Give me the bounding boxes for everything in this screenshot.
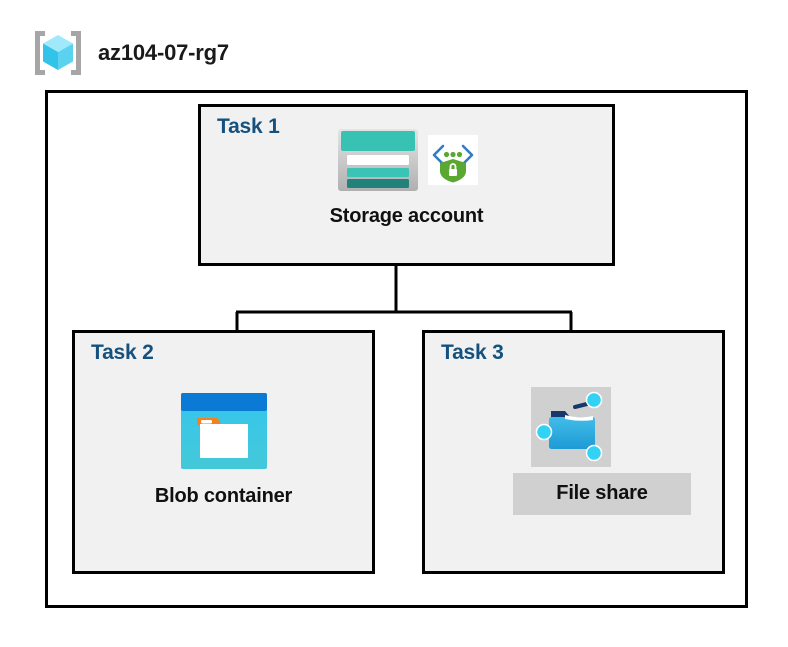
blob-container-icon bbox=[179, 391, 269, 471]
task-1-box[interactable]: Task 1 bbox=[198, 104, 615, 266]
file-share-icon bbox=[535, 391, 607, 463]
task-2-icon-group bbox=[75, 391, 372, 471]
task-2-label: Task 2 bbox=[91, 341, 154, 364]
file-share-caption: File share bbox=[556, 482, 648, 504]
storage-account-caption: Storage account bbox=[329, 205, 484, 227]
task-3-box[interactable]: Task 3 bbox=[422, 330, 725, 574]
blob-container-caption: Blob container bbox=[154, 485, 293, 507]
resource-group-icon bbox=[32, 28, 84, 78]
resource-group-title: az104-07-rg7 bbox=[98, 40, 229, 65]
task-1-icon-group bbox=[201, 127, 612, 193]
storage-account-icon bbox=[336, 127, 420, 193]
task-3-icon-group bbox=[531, 387, 611, 467]
resource-group-header: az104-07-rg7 bbox=[32, 28, 229, 78]
secure-encryption-icon bbox=[427, 127, 478, 185]
task-2-box[interactable]: Task 2 Blob container bbox=[72, 330, 375, 574]
task-3-label: Task 3 bbox=[441, 341, 504, 364]
file-share-caption-highlight: File share bbox=[513, 473, 691, 515]
task-1-label: Task 1 bbox=[217, 115, 280, 138]
